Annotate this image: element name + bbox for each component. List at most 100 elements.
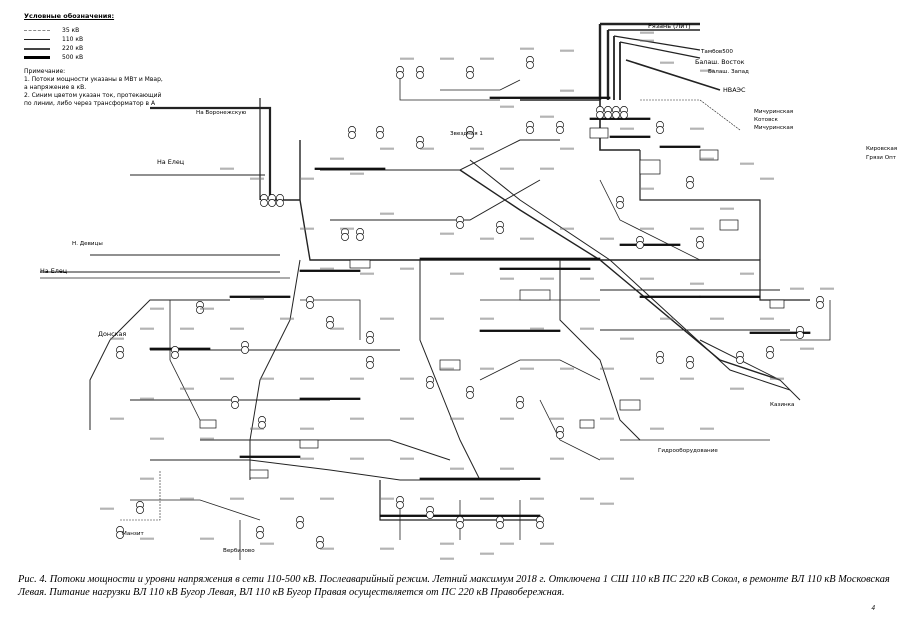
direction-tambov: Тамбов500	[701, 49, 733, 55]
transformer-symbol	[456, 516, 464, 529]
flow-value-mark	[330, 327, 344, 330]
transformer-symbol	[736, 351, 744, 364]
flow-value-mark	[690, 127, 704, 130]
busbar	[749, 331, 811, 334]
flow-value-mark	[560, 89, 574, 92]
flow-value-mark	[620, 337, 634, 340]
flow-value-mark	[740, 272, 754, 275]
direction-zvezdnaya: Звездная 1	[450, 131, 483, 137]
line-segment	[539, 399, 601, 461]
flow-value-mark	[790, 287, 804, 290]
legend-label: 110 кВ	[62, 35, 84, 43]
flow-value-mark	[540, 115, 554, 118]
flow-value-mark	[580, 327, 594, 330]
line-segment	[120, 470, 161, 521]
direction-voronezhskaya: На Воронежскую	[196, 110, 247, 116]
busbar	[589, 117, 651, 120]
equipment-box	[199, 419, 217, 429]
flow-value-mark	[560, 147, 574, 150]
flow-value-mark	[380, 547, 394, 550]
direction-gryazi: Грязи Опт	[866, 155, 897, 161]
flow-value-mark	[180, 387, 194, 390]
equipment-box	[249, 469, 269, 479]
busbar	[419, 477, 541, 480]
flow-value-mark	[300, 377, 314, 380]
flow-value-mark	[450, 272, 464, 275]
line-segment	[320, 139, 560, 171]
page-number: 4	[871, 604, 876, 612]
flow-value-mark	[140, 327, 154, 330]
flow-value-mark	[700, 157, 714, 160]
transformer-symbol	[426, 506, 434, 519]
note-line: Примечание:	[24, 68, 66, 75]
direction-balash-zapad: Балаш. Запад	[708, 69, 749, 75]
transformer-symbol	[796, 326, 804, 339]
flow-value-mark	[300, 177, 314, 180]
flow-value-mark	[250, 297, 264, 300]
busbar	[609, 135, 651, 138]
transformer-symbol	[276, 194, 284, 207]
flow-value-mark	[480, 367, 494, 370]
flow-value-mark	[640, 39, 654, 42]
transformer-symbol	[356, 228, 364, 241]
flow-value-mark	[480, 317, 494, 320]
note-line: 1. Потоки мощности указаны в МВт и Мвар,	[24, 76, 163, 83]
flow-value-mark	[230, 327, 244, 330]
flow-value-mark	[230, 497, 244, 500]
equipment-box	[639, 159, 661, 175]
line-segment	[639, 150, 761, 260]
transformer-symbol	[496, 221, 504, 234]
busbar	[489, 96, 611, 99]
direction-verbilovo: Вербилово	[223, 548, 255, 554]
line-segment	[559, 260, 641, 441]
line-segment	[169, 300, 201, 421]
transformer-symbol	[341, 228, 349, 241]
transformer-symbol	[466, 126, 474, 139]
busbar	[229, 295, 291, 298]
legend-swatch	[24, 47, 50, 50]
flow-value-mark	[600, 457, 614, 460]
flow-value-mark	[380, 212, 394, 215]
direction-ryazan: Рязань (Лит)	[648, 22, 691, 30]
transformer-symbol	[426, 376, 434, 389]
flow-value-mark	[560, 49, 574, 52]
flow-value-mark	[110, 417, 124, 420]
transformer-symbol	[196, 301, 204, 314]
flow-labels	[100, 31, 834, 560]
transformer-symbol	[306, 296, 314, 309]
equipment-box	[579, 419, 595, 429]
transformer-symbol	[526, 121, 534, 134]
direction-n-devitsa: Н. Девицы	[72, 241, 103, 247]
flow-value-mark	[480, 552, 494, 555]
flow-value-mark	[520, 47, 534, 50]
transformer-symbol	[686, 176, 694, 189]
transformer-symbol	[496, 516, 504, 529]
busbar	[619, 243, 681, 246]
flow-value-mark	[690, 282, 704, 285]
line-segment	[599, 179, 701, 261]
flow-value-mark	[820, 287, 834, 290]
flow-value-mark	[550, 457, 564, 460]
flow-value-mark	[770, 377, 784, 380]
transformer-symbol	[556, 121, 564, 134]
flow-value-mark	[320, 497, 334, 500]
legend-row-220: 220 кВ	[24, 44, 174, 53]
transformer-symbol	[416, 66, 424, 79]
flow-value-mark	[440, 232, 454, 235]
transformer-symbol	[620, 106, 628, 119]
busbar	[639, 295, 701, 298]
flow-value-mark	[200, 437, 214, 440]
transformer-symbol	[766, 346, 774, 359]
flow-value-mark	[400, 57, 414, 60]
line-segment	[299, 140, 720, 261]
direction-nvaes: НВАЭС	[723, 86, 746, 94]
line-segment	[150, 459, 520, 481]
direction-kirovskaya: Кировская	[866, 146, 898, 152]
flow-value-mark	[400, 267, 414, 270]
flow-value-mark	[640, 227, 654, 230]
busbar	[699, 295, 761, 298]
transformer-symbol	[656, 351, 664, 364]
note-line: 2. Синим цветом указан ток, протекающий	[24, 92, 162, 99]
flow-value-mark	[660, 61, 674, 64]
transformer-symbol	[604, 106, 612, 119]
